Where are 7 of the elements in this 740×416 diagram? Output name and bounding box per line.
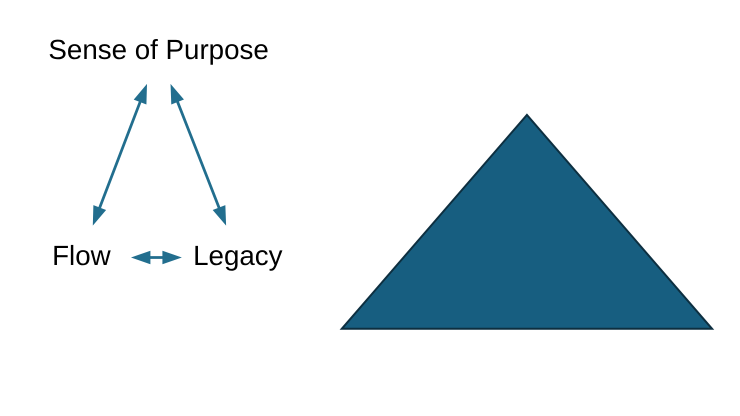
node-text: Flow <box>52 240 111 271</box>
arrow <box>170 84 226 226</box>
arrow <box>130 250 182 264</box>
arrow <box>92 84 147 226</box>
node-text: Sense of Purpose <box>48 34 269 65</box>
node-text: Legacy <box>193 240 283 271</box>
node-triangle <box>340 113 714 330</box>
